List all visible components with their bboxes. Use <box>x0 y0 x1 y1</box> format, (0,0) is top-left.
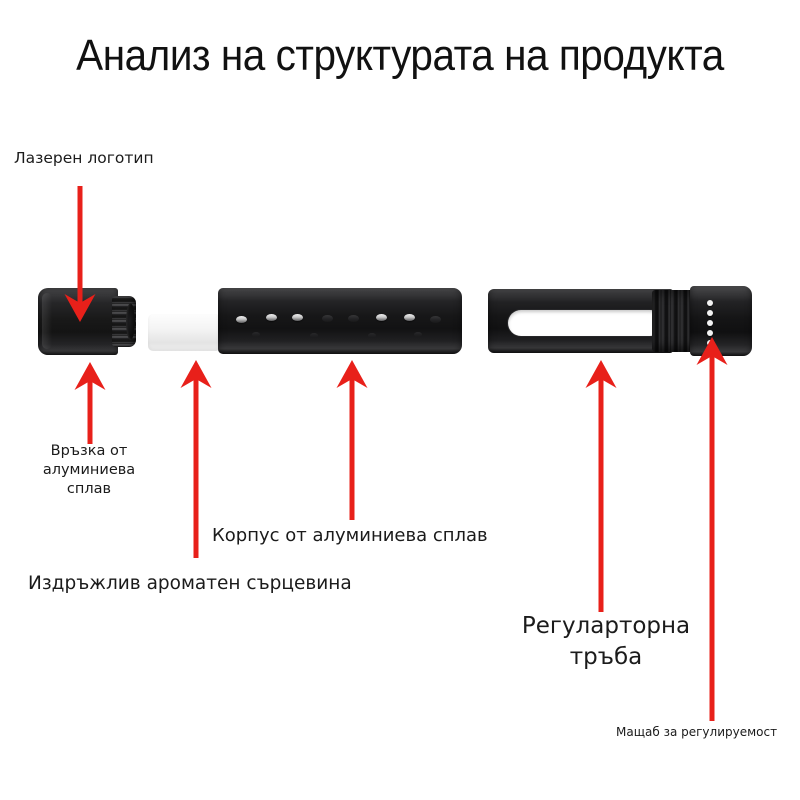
regulator-tube-arrow <box>579 358 623 612</box>
label-alloy-body: Корпус от алуминиева сплав <box>212 525 488 546</box>
label-laser-logo: Лазерен логотип <box>14 149 154 167</box>
body-hole <box>414 332 422 337</box>
alloy-body-arrow <box>330 358 374 520</box>
label-regulator-tube: Регуларторна тръба <box>521 613 691 670</box>
durable-core-arrow <box>174 358 218 558</box>
page-title: Анализ на структурата на продукта <box>76 31 724 80</box>
alloy-joint-arrow <box>68 360 112 444</box>
body-hole <box>322 315 333 322</box>
label-alloy-joint: Връзка от алуминиева сплав <box>42 443 136 497</box>
adjustability-scale-arrow <box>690 335 734 721</box>
body-hole <box>368 333 376 338</box>
cap-thread-ring <box>112 296 136 347</box>
scale-dot <box>706 330 713 336</box>
body-hole <box>376 314 387 321</box>
body-hole <box>310 333 318 338</box>
adjustment-end-cap <box>690 286 752 356</box>
adjustment-slot-window <box>508 310 663 336</box>
adjustment-knurl-rings <box>652 290 696 352</box>
fragrance-core <box>148 314 218 351</box>
laser-logo-arrow <box>58 186 102 326</box>
body-hole <box>266 314 277 321</box>
body-hole <box>348 315 359 322</box>
body-hole <box>252 332 260 337</box>
aluminium-body-tube <box>218 288 462 354</box>
scale-dot <box>706 310 713 316</box>
label-adjustability-scale: Мащаб за регулируемост <box>616 725 778 739</box>
scale-dot <box>706 320 713 326</box>
scale-dot <box>706 300 713 306</box>
body-hole <box>236 316 247 323</box>
body-hole <box>430 316 441 323</box>
body-hole <box>292 314 303 321</box>
body-hole <box>404 314 415 321</box>
label-durable-core: Издръжлив ароматен сърцевина <box>28 573 352 594</box>
